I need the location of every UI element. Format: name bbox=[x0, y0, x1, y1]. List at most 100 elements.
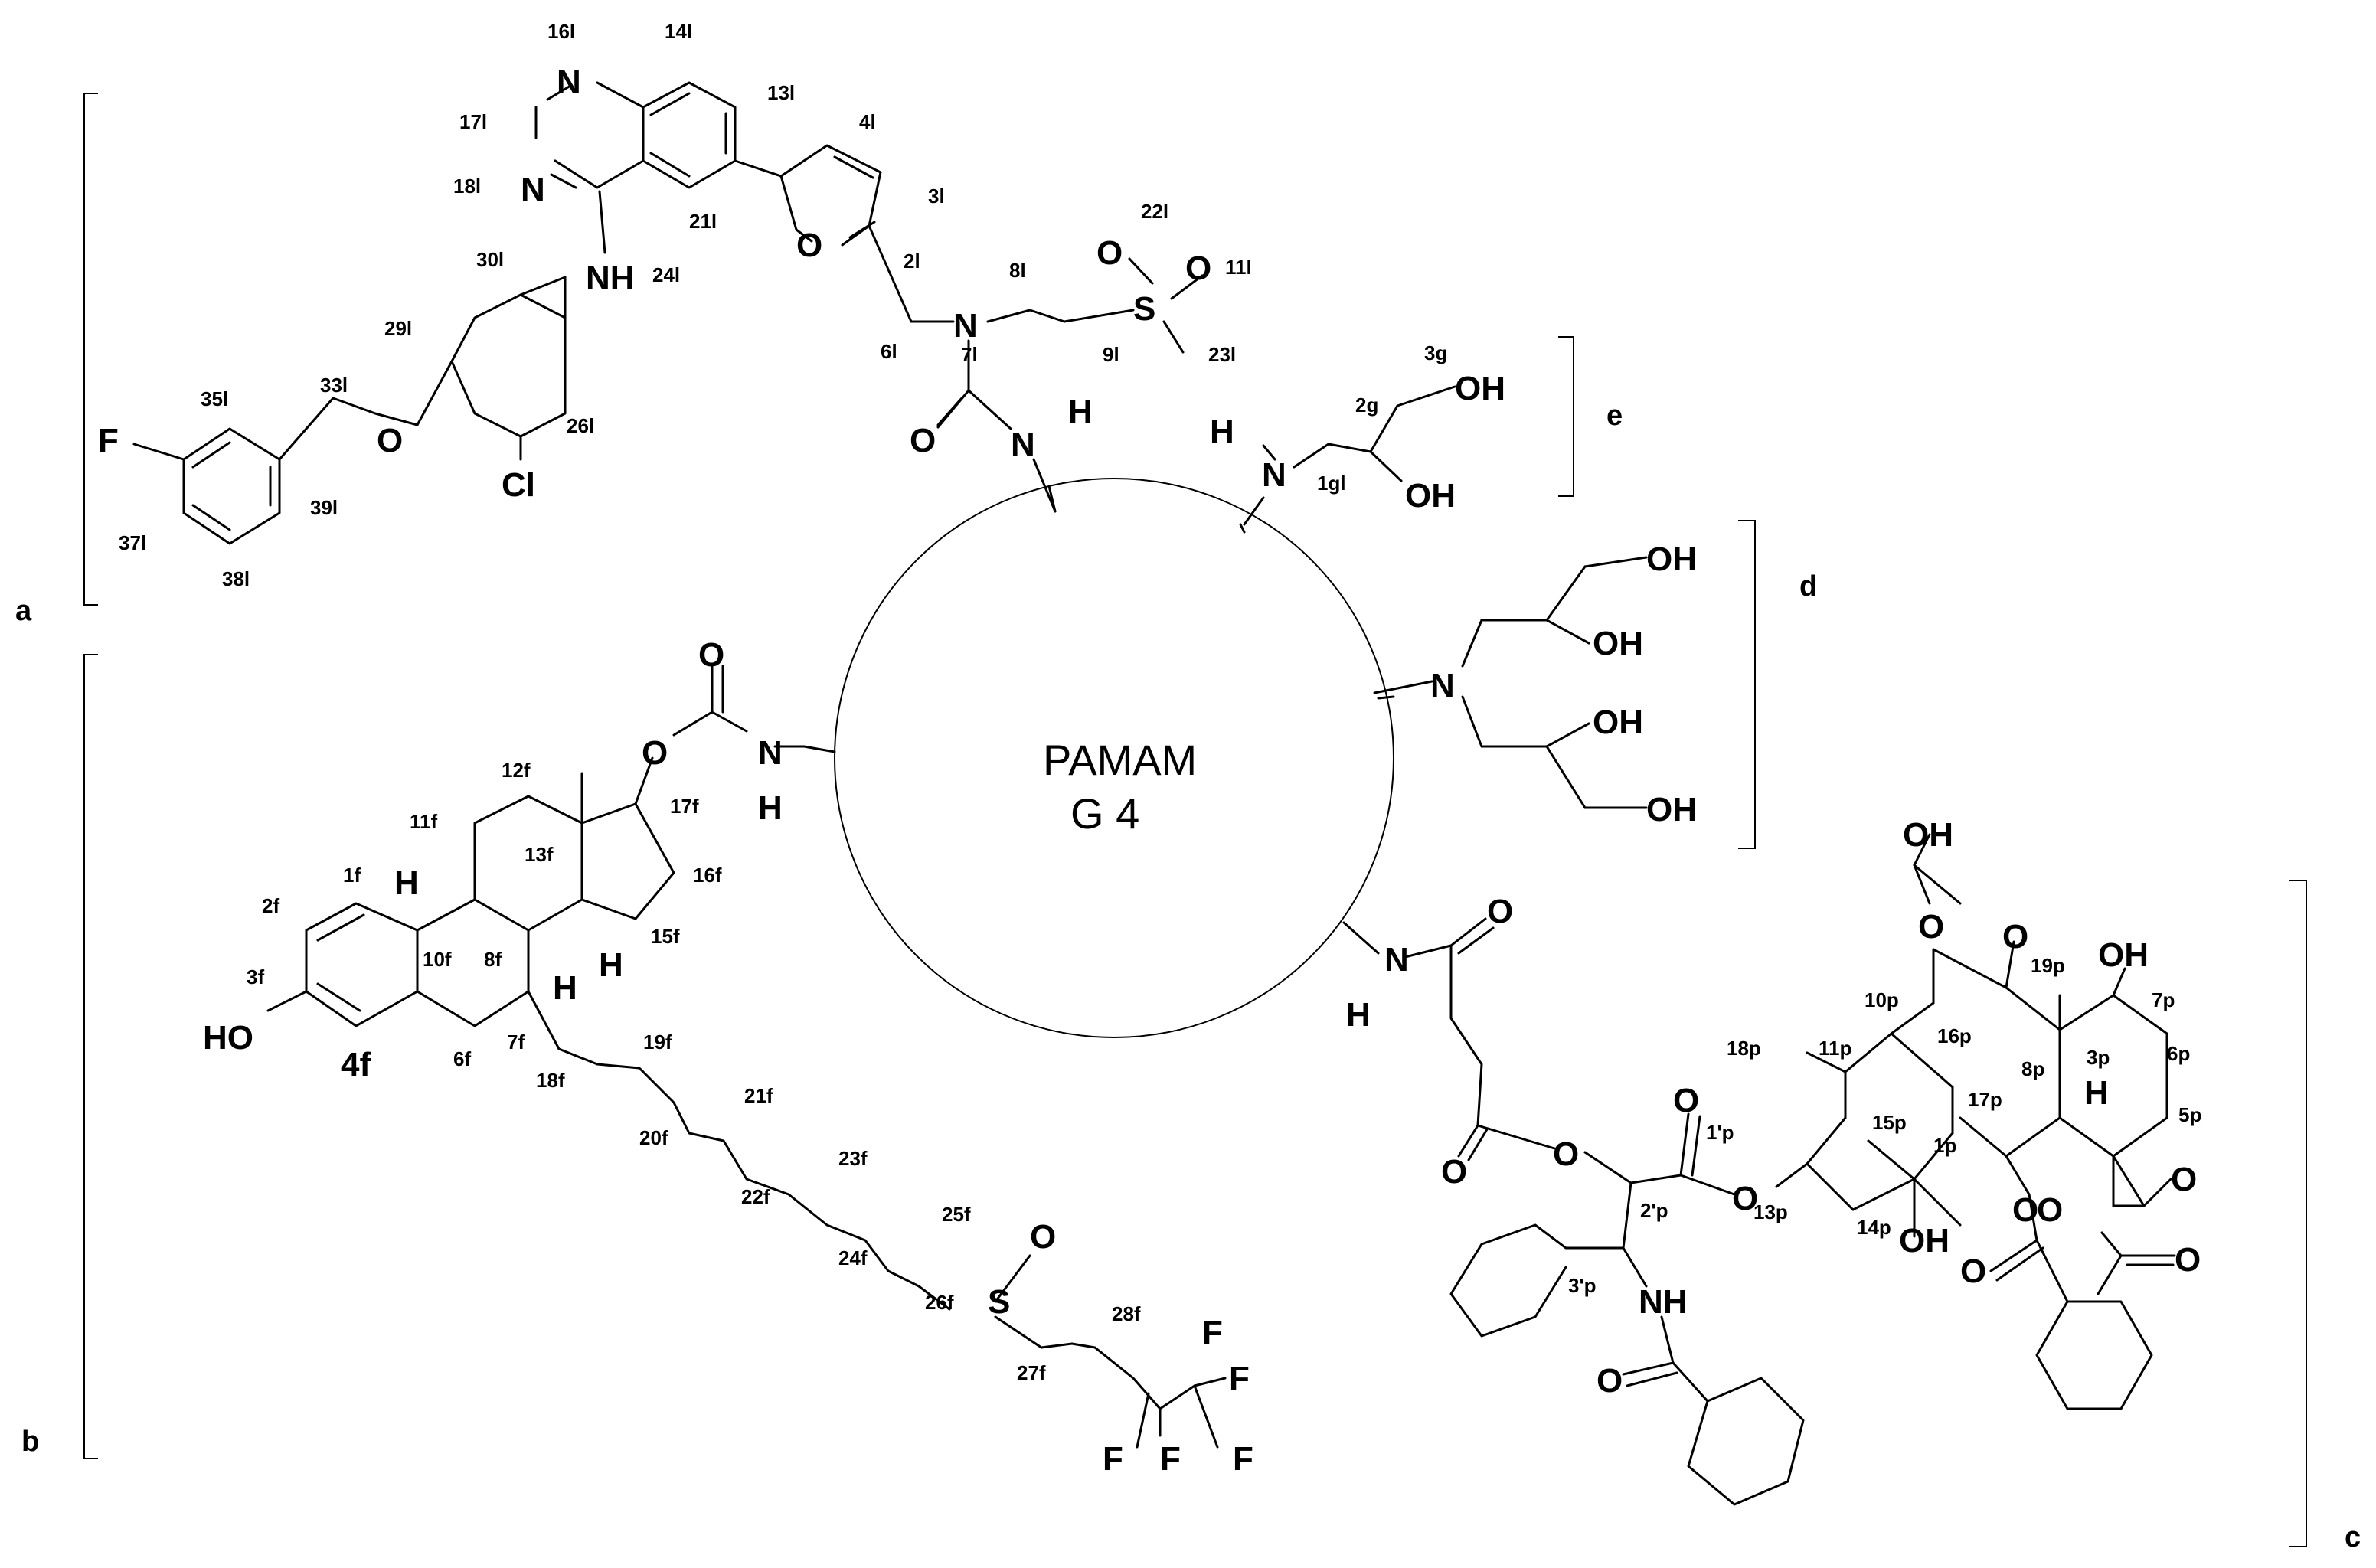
lap-atom-N-urea: N bbox=[1011, 426, 1035, 463]
pamam-core-circle bbox=[834, 478, 1394, 1038]
pac-label-14p: 14p bbox=[1857, 1216, 1891, 1239]
pac-atom-O-ac: O bbox=[1918, 908, 1944, 946]
pac-atom-OH-top: OH bbox=[1903, 816, 1953, 854]
pac-label-1qp: 1'p bbox=[1706, 1121, 1734, 1144]
lap-atom-H-urea: H bbox=[1068, 393, 1093, 430]
fulv-label-6f: 6f bbox=[453, 1047, 471, 1070]
pac-label-1p: 1p bbox=[1933, 1134, 1956, 1157]
fulv-label-16f: 16f bbox=[693, 864, 722, 887]
lap-atom-N1: N bbox=[557, 64, 581, 101]
fulv-atom-H2: H bbox=[599, 946, 623, 984]
fulv-label-3f: 3f bbox=[247, 965, 264, 988]
fulv-label-8f: 8f bbox=[484, 948, 502, 971]
bracket-b bbox=[83, 654, 98, 1459]
pac-label-10p: 10p bbox=[1865, 988, 1899, 1011]
fulv-label-22f: 22f bbox=[741, 1185, 770, 1208]
fulv-atom-N: N bbox=[758, 734, 783, 772]
panel-label-c: c bbox=[2345, 1521, 2361, 1553]
pac-atom-O-bz: O bbox=[2012, 1191, 2038, 1229]
pac-label-18p: 18p bbox=[1727, 1037, 1761, 1060]
pac-atom-O-est: O bbox=[1441, 1153, 1467, 1191]
pac-label-8p: 8p bbox=[2021, 1057, 2044, 1080]
pac-atom-NH: NH bbox=[1639, 1283, 1688, 1321]
lap-atom-S: S bbox=[1133, 290, 1155, 328]
pac-atom-O-est2: O bbox=[1553, 1135, 1579, 1173]
glycerol-e-structure: H N OH OH 3g 2g 1gl bbox=[1210, 341, 1505, 526]
pac-atom-OH7: OH bbox=[2098, 936, 2149, 974]
pac-atom-O-nbz: O bbox=[1597, 1362, 1623, 1400]
lap-label-16l: 16l bbox=[547, 20, 575, 43]
pac-atom-O-bz2: O bbox=[1960, 1253, 1986, 1290]
fulv-label-15f: 15f bbox=[651, 925, 680, 948]
pac-atom-N: N bbox=[1384, 941, 1409, 978]
pac-atom-O13: O bbox=[1732, 1180, 1758, 1217]
core-linkers bbox=[802, 485, 1395, 955]
lap-label-4l: 4l bbox=[859, 110, 876, 133]
pac-atom-O-k: O bbox=[2002, 918, 2028, 956]
lap-label-39l: 39l bbox=[310, 496, 338, 519]
fulv-label-18f: 18f bbox=[536, 1069, 565, 1092]
fulv-atom-F3: F bbox=[1103, 1440, 1123, 1478]
lap-label-7l: 7l bbox=[961, 343, 978, 366]
pac-label-6p: 6p bbox=[2167, 1042, 2190, 1065]
pac-label-3p: 3p bbox=[2087, 1046, 2110, 1069]
fulv-label-7f: 7f bbox=[507, 1031, 525, 1054]
pac-atom-H-N: H bbox=[1346, 996, 1371, 1034]
fulv-atom-S: S bbox=[988, 1283, 1010, 1321]
gly-e-2g: 2g bbox=[1355, 394, 1378, 416]
lap-label-21l: 21l bbox=[689, 210, 717, 233]
panel-label-a: a bbox=[15, 595, 32, 627]
fulv-atom-F5: F bbox=[1233, 1440, 1253, 1478]
lap-atom-O1: O bbox=[1096, 234, 1123, 272]
lap-atom-O-furan: O bbox=[796, 227, 822, 264]
gly-d-N: N bbox=[1430, 667, 1455, 704]
lap-label-30l: 30l bbox=[476, 248, 504, 271]
lap-label-11l: 11l bbox=[1225, 256, 1252, 279]
bracket-d bbox=[1738, 520, 1756, 849]
lapatinib-bonds bbox=[132, 81, 1204, 545]
core-label-line2: G 4 bbox=[1070, 789, 1139, 838]
lap-atom-O-urea: O bbox=[910, 422, 936, 459]
lap-atom-O-ether: O bbox=[377, 422, 403, 459]
fulv-atom-H1: H bbox=[394, 864, 419, 902]
lap-label-37l: 37l bbox=[119, 531, 146, 554]
lap-label-38l: 38l bbox=[222, 567, 250, 590]
lap-label-29l: 29l bbox=[384, 317, 412, 340]
panel-label-b: b bbox=[21, 1426, 39, 1458]
lap-label-6l: 6l bbox=[881, 340, 897, 363]
bracket-a bbox=[83, 93, 98, 606]
fulv-label-27f: 27f bbox=[1017, 1361, 1046, 1384]
fulv-label-28f: 28f bbox=[1112, 1302, 1141, 1325]
fulv-atom-O-s: O bbox=[1030, 1218, 1056, 1256]
gly-e-OH2: OH bbox=[1405, 477, 1456, 514]
lap-atom-N2: N bbox=[521, 171, 545, 208]
pac-atom-O-amide: O bbox=[1487, 893, 1513, 930]
lap-label-14l: 14l bbox=[665, 20, 692, 43]
fulv-label-26f: 26f bbox=[925, 1291, 954, 1314]
lap-label-3l: 3l bbox=[928, 185, 945, 207]
lap-label-33l: 33l bbox=[320, 374, 348, 397]
fulv-atom-F2: F bbox=[1229, 1360, 1250, 1397]
fulv-label-19f: 19f bbox=[643, 1031, 672, 1054]
bracket-e bbox=[1558, 336, 1574, 497]
fulvestrant-structure: O O N H H H H HO S O F F F F F 12f 11f 1… bbox=[203, 636, 1253, 1478]
lap-label-2l: 2l bbox=[904, 250, 920, 273]
gly-d-OH2: OH bbox=[1593, 625, 1643, 662]
lapatinib-structure: N N NH O S O O N O N H F O Cl 16l 14l 13… bbox=[98, 20, 1252, 590]
fulv-atom-F4: F bbox=[1160, 1440, 1181, 1478]
lap-label-13l: 13l bbox=[767, 81, 795, 104]
paclitaxel-structure: OH O O OH H O N H O O O O O OH O O O O N… bbox=[1346, 816, 2201, 1506]
fulv-label-10f: 10f bbox=[423, 948, 452, 971]
gly-e-3g: 3g bbox=[1424, 341, 1447, 364]
fulv-label-12f: 12f bbox=[502, 759, 531, 782]
fulv-atom-F1: F bbox=[1202, 1314, 1223, 1351]
pac-atom-O-ac3: O bbox=[2175, 1241, 2201, 1279]
gly-e-N: N bbox=[1262, 456, 1286, 494]
gly-d-OH3: OH bbox=[1593, 704, 1643, 741]
lap-label-35l: 35l bbox=[201, 387, 228, 410]
fulv-atom-H3: H bbox=[553, 969, 577, 1007]
lap-label-23l: 23l bbox=[1208, 343, 1236, 366]
gly-d-OH4: OH bbox=[1646, 791, 1697, 828]
gly-d-OH1: OH bbox=[1646, 541, 1697, 578]
